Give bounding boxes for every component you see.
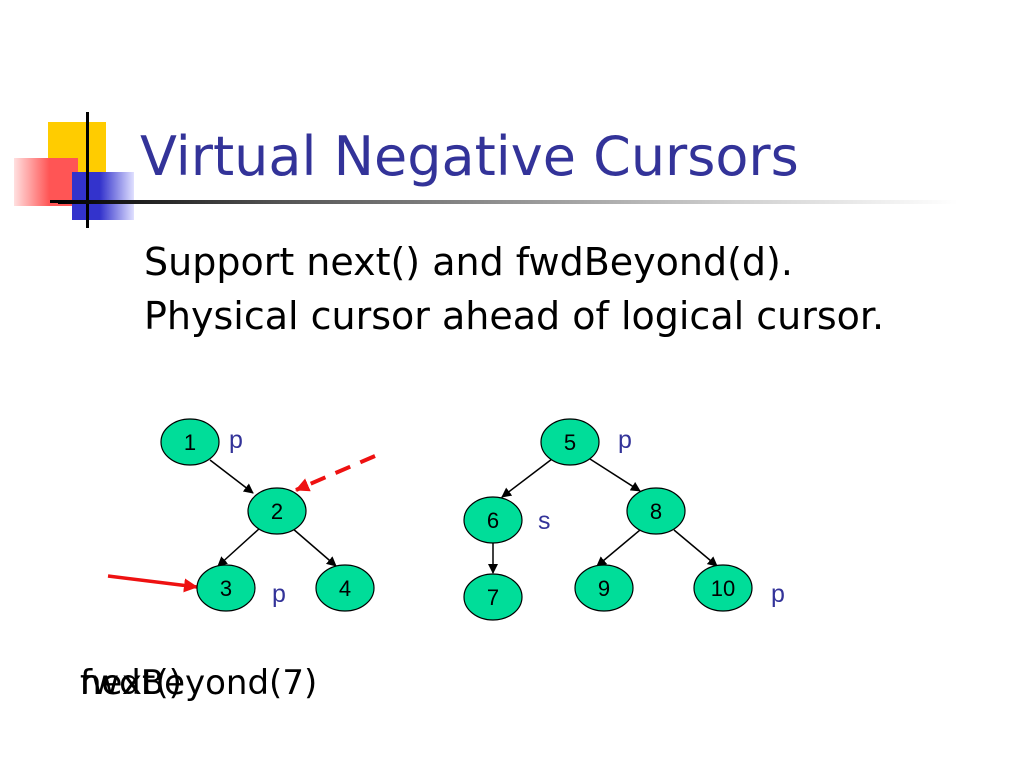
tree-node: 1 [160,418,220,466]
tree-node: 8 [626,487,686,535]
deco-blue-square [72,172,134,220]
edge-5-6 [501,458,553,498]
tree-node: 10 [693,564,753,612]
node-label: 7 [487,585,499,610]
tree-node: 4 [315,564,375,612]
edge-1-2 [209,459,254,494]
node-label: 10 [711,576,735,601]
node-label: 8 [650,499,662,524]
deco-vertical-line [86,112,89,228]
node-label: 2 [271,499,283,524]
node-label: 1 [184,430,196,455]
node-label: 5 [564,430,576,455]
tree-node: 9 [574,564,634,612]
deco-red-square [14,158,78,206]
pointer-tag-p: p [229,426,243,454]
node-label: 4 [339,576,351,601]
edge-2-4 [291,527,337,567]
tree-node: 2 [247,487,307,535]
caption-next: next() [80,663,182,703]
pointer-tag-p: p [272,580,286,608]
title-underline [58,200,958,204]
tree-node: 5 [540,418,600,466]
pointer-tag-s: s [538,507,551,535]
node-label: 3 [220,576,232,601]
edge-8-10 [673,529,718,567]
pointer-tag-p: p [618,426,632,454]
slide-title: Virtual Negative Cursors [140,125,799,188]
dashed-pointer-arrow [295,454,376,492]
edge-5-8 [589,458,641,492]
solid-pointer-arrow [107,574,198,593]
pointer-tag-p: p [771,580,785,608]
tree-node: 6 [463,496,523,544]
tree-node: 3 [196,564,256,612]
caption-fwd-beyond: fwdBeyond(7) [80,663,318,703]
edge-8-9 [596,529,641,567]
bullet-text-1: Support next() and fwdBeyond(d). [144,240,793,284]
node-label: 6 [487,508,499,533]
bullet-text-2: Physical cursor ahead of logical cursor. [144,294,885,338]
node-label: 9 [598,576,610,601]
edge-2-3 [217,527,261,567]
tree-node: 7 [463,573,523,621]
